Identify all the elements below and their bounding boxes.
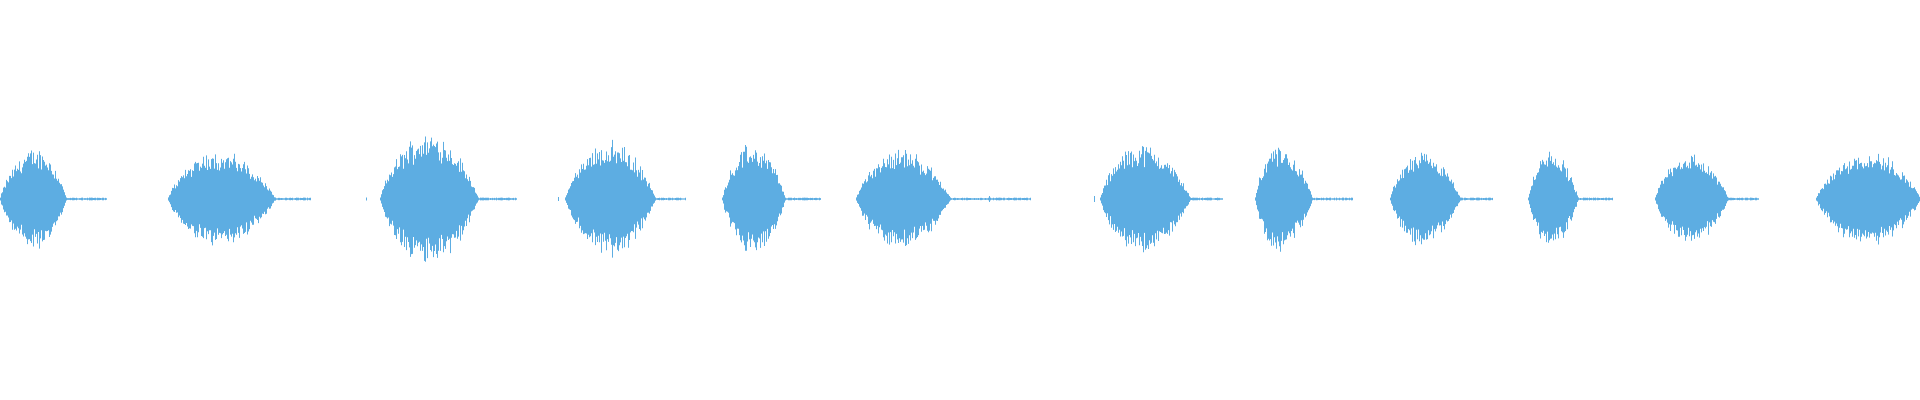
segment-5[interactable] [722,145,821,251]
segment-9-envelope [1390,152,1493,246]
segment-2-envelope [168,153,311,246]
segment-7-envelope [1100,146,1223,253]
segment-3[interactable] [380,136,517,262]
segment-10[interactable] [1528,151,1613,243]
segment-9[interactable] [1390,152,1493,246]
segment-10-envelope [1528,151,1613,243]
segment-5-envelope [722,145,821,251]
segment-8[interactable] [1255,147,1353,252]
segment-6[interactable] [856,149,1031,246]
segment-11[interactable] [1655,154,1759,241]
segment-4-envelope [565,139,686,258]
segment-8-envelope [1255,147,1353,252]
segment-3-envelope [380,136,517,262]
segment-6-envelope [856,149,1031,246]
segment-11-envelope [1655,154,1759,241]
segment-7[interactable] [1100,146,1223,253]
segment-1[interactable] [0,150,107,249]
segment-1-envelope [0,150,107,249]
segment-12[interactable] [1816,153,1920,245]
segment-4[interactable] [565,139,686,258]
segment-2[interactable] [168,153,311,246]
segment-12-envelope [1816,153,1920,245]
